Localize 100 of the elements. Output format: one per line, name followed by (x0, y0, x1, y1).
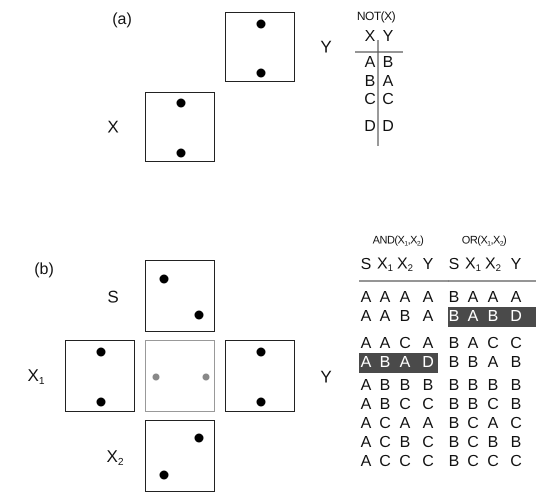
table-cell: B (488, 435, 498, 451)
table-cell: B (380, 397, 390, 413)
square-frame (145, 340, 215, 412)
square-frame (145, 260, 215, 332)
table-cell: C (399, 397, 411, 413)
table-cell: B (422, 378, 434, 394)
table-cell: B (382, 55, 394, 71)
table-cell: A (380, 290, 390, 306)
table-cell: B (380, 355, 390, 371)
square-frame (225, 12, 295, 82)
table-cell: A (360, 309, 372, 325)
square-frame (225, 340, 295, 412)
table-cell: B (468, 397, 478, 413)
box-label: X$_{1}$ (28, 366, 44, 388)
table-cell: C (510, 454, 522, 470)
table-cell: A (360, 435, 372, 451)
column-header: Y (510, 257, 522, 273)
table-cell: B (488, 309, 498, 325)
table-cell: A (360, 290, 372, 306)
table-title: OR(X$_{1}$,X$_{2}$) (462, 236, 506, 248)
table-cell: C (510, 416, 522, 432)
table-cell: A (422, 309, 434, 325)
table-cell: A (422, 290, 434, 306)
table-cell: B (510, 378, 522, 394)
table-cell: C (379, 454, 391, 470)
table-cell: C (467, 416, 479, 432)
table-cell: B (468, 378, 478, 394)
table-cell: A (360, 397, 372, 413)
box-label: S (107, 288, 119, 306)
table-cell: C (510, 336, 522, 352)
table-cell: C (399, 454, 411, 470)
table-cell: A (468, 309, 478, 325)
table-cell: B (510, 355, 522, 371)
table-cell: B (488, 378, 498, 394)
column-header: X$_{2}$ (397, 256, 413, 274)
column-header: X (364, 29, 376, 45)
square-frame (145, 420, 215, 492)
column-header: S (360, 257, 372, 273)
table-cell: B (448, 397, 460, 413)
box-label: X$_{2}$ (106, 448, 124, 468)
table-cell: B (380, 378, 390, 394)
table-cell: C (382, 92, 394, 108)
table-cell: A (488, 355, 498, 371)
table-cell: B (448, 454, 460, 470)
panel-label: (a) (112, 12, 132, 28)
column-header: X$_{1}$ (465, 256, 481, 274)
table-cell: C (467, 454, 479, 470)
table-cell: B (510, 397, 522, 413)
table-cell: A (468, 290, 478, 306)
table-cell: B (400, 309, 410, 325)
panel-label: (b) (34, 262, 54, 278)
table-cell: C (364, 92, 376, 108)
column-header: X$_{2}$ (485, 256, 501, 274)
table-cell: A (360, 378, 372, 394)
table-cell: B (448, 290, 460, 306)
table-cell: C (422, 397, 434, 413)
table-cell: B (400, 435, 410, 451)
table-title: AND(X$_{1}$,X$_{2}$) (372, 236, 424, 248)
table-cell: C (379, 416, 391, 432)
table-cell: C (487, 336, 499, 352)
table-cell: A (364, 55, 376, 71)
table-cell: A (400, 290, 410, 306)
table-cell: A (382, 74, 394, 90)
table-cell: B (468, 355, 478, 371)
table-cell: C (487, 397, 499, 413)
table-cell: A (380, 309, 390, 325)
column-header: Y (382, 29, 394, 45)
table-cell: A (400, 355, 410, 371)
table-cell: A (422, 416, 434, 432)
column-header: X$_{1}$ (377, 256, 393, 274)
table-cell: B (448, 309, 460, 325)
table-cell: B (448, 355, 460, 371)
box-label: Y (320, 38, 332, 56)
table-cell: A (360, 416, 372, 432)
square-frame (65, 340, 135, 412)
table-title: NOT(X) (356, 10, 396, 22)
table-cell: A (360, 336, 372, 352)
table-cell: B (448, 378, 460, 394)
box-label: X (107, 118, 119, 136)
box-label: Y (320, 368, 332, 386)
table-cell: D (422, 355, 434, 371)
table-cell: C (399, 336, 411, 352)
column-header: Y (422, 257, 434, 273)
table-cell: A (380, 336, 390, 352)
table-cell: B (510, 435, 522, 451)
table-cell: C (467, 435, 479, 451)
table-cell: C (422, 454, 434, 470)
table-cell: A (468, 336, 478, 352)
table-cell: A (510, 290, 522, 306)
table-cell: B (448, 336, 460, 352)
square-frame (145, 92, 215, 162)
table-cell: D (510, 309, 522, 325)
table-cell: D (382, 119, 394, 135)
table-cell: A (360, 355, 372, 371)
table-cell: C (379, 435, 391, 451)
table-cell: A (422, 336, 434, 352)
table-cell: D (364, 119, 376, 135)
table-cell: A (360, 454, 372, 470)
column-header: S (448, 257, 460, 273)
table-cell: A (400, 416, 410, 432)
